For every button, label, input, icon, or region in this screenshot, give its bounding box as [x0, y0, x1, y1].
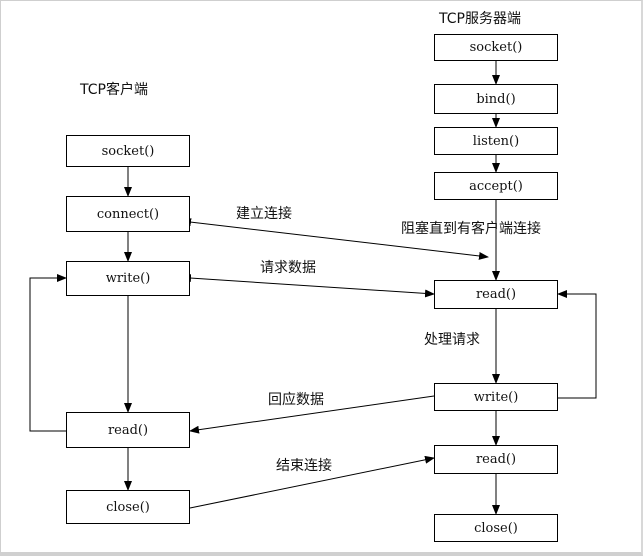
label-block: 阻塞直到有客户端连接	[401, 221, 541, 237]
label-establish: 建立连接	[236, 206, 292, 222]
arrow-finish-connection	[189, 455, 435, 509]
client-connect-box: connect()	[66, 196, 190, 232]
client-title: TCP客户端	[80, 82, 148, 98]
server-close-box: close()	[434, 514, 558, 542]
client-read-box: read()	[66, 412, 190, 448]
arrow-request-data	[181, 274, 435, 298]
client-write-box: write()	[66, 261, 190, 296]
arrow-reply-data	[189, 395, 435, 434]
client-socket-box: socket()	[66, 135, 190, 167]
server-read2-box: read()	[434, 445, 558, 474]
label-request: 请求数据	[260, 260, 316, 276]
label-finish: 结束连接	[276, 458, 332, 474]
server-socket-box: socket()	[434, 34, 558, 61]
arrow-server-loop	[557, 290, 597, 399]
server-bind-box: bind()	[434, 84, 558, 114]
label-reply: 回应数据	[268, 392, 324, 408]
arrow-client-loop	[29, 274, 67, 432]
server-read-box: read()	[434, 280, 558, 309]
server-listen-box: listen()	[434, 127, 558, 155]
arrow-connect-establish	[181, 218, 489, 260]
client-close-box: close()	[66, 490, 190, 524]
server-accept-box: accept()	[434, 172, 558, 200]
server-write-box: write()	[434, 383, 558, 411]
label-process: 处理请求	[424, 332, 480, 348]
server-title: TCP服务器端	[439, 11, 521, 27]
